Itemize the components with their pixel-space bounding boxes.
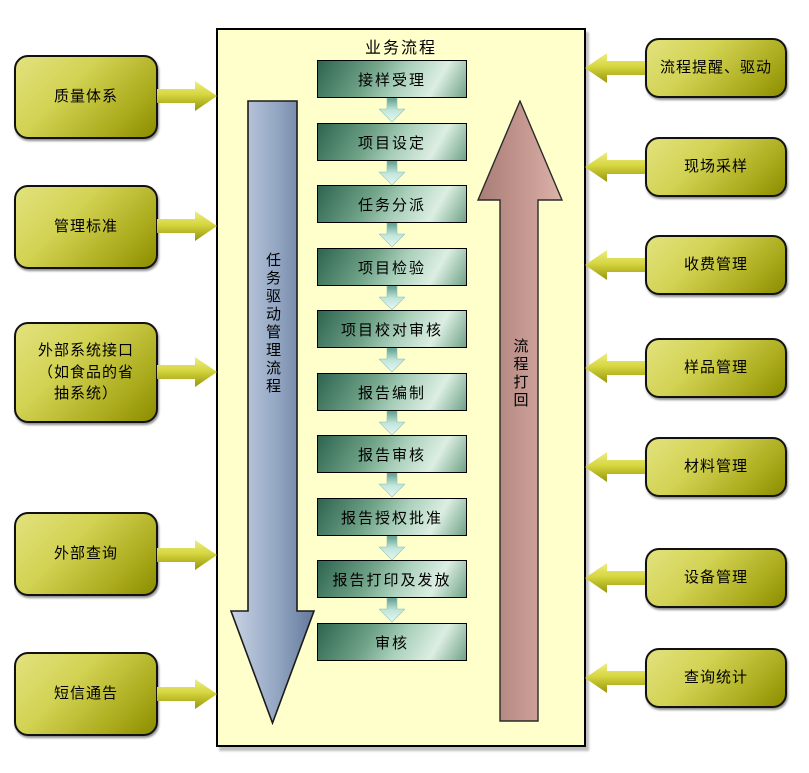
flow-step-label: 审核 (374, 633, 409, 652)
right-arrow-icon (157, 210, 218, 242)
up-arrow-icon (477, 100, 563, 722)
flow-step-label: 任务分派 (357, 195, 426, 214)
module-label: 材料管理 (683, 457, 748, 476)
right-arrow-icon (157, 80, 218, 112)
module-label: 样品管理 (683, 358, 748, 377)
flow-step-box: 审核 (317, 623, 467, 661)
module-sample-management: 样品管理 (645, 338, 787, 398)
flow-step-label: 报告审核 (357, 445, 426, 464)
left-arrow-icon (584, 562, 645, 594)
flow-step-box: 报告授权批准 (317, 498, 467, 536)
step-connector-arrow-icon (378, 97, 406, 123)
flow-step-box: 项目设定 (317, 123, 467, 161)
left-arrow-icon (584, 151, 645, 183)
left-arrow-icon (584, 52, 645, 84)
module-label: 设备管理 (683, 568, 748, 587)
step-connector-arrow-icon (378, 472, 406, 498)
step-connector-arrow-icon (378, 410, 406, 436)
panel-title: 业务流程 (364, 38, 437, 57)
flow-step-label: 报告授权批准 (340, 508, 443, 527)
left-arrow-icon (584, 352, 645, 384)
flow-step-box: 报告审核 (317, 435, 467, 473)
module-label: 短信通告 (53, 684, 118, 703)
flow-step-box: 项目校对审核 (317, 310, 467, 348)
module-process-reminder: 流程提醒、驱动 (645, 38, 787, 98)
module-external-system-interface: 外部系统接口 （如食品的省 抽系统） (14, 322, 158, 423)
flow-step-box: 项目检验 (317, 248, 467, 286)
module-field-sampling: 现场采样 (645, 137, 787, 197)
flow-step-box: 报告编制 (317, 373, 467, 411)
right-arrow-icon (157, 678, 218, 710)
left-arrow-icon (584, 662, 645, 694)
flow-step-label: 报告编制 (357, 383, 426, 402)
module-label: 现场采样 (683, 157, 748, 176)
step-connector-arrow-icon (378, 347, 406, 373)
process-return-up-arrow: 流程打回 (477, 100, 563, 723)
step-connector-arrow-icon (378, 285, 406, 311)
module-label: 查询统计 (683, 668, 748, 687)
flow-step-label: 项目设定 (357, 133, 426, 152)
flow-step-label: 项目检验 (357, 258, 426, 277)
flow-step-box: 接样受理 (317, 60, 467, 98)
flow-step-label: 报告打印及发放 (332, 570, 452, 589)
task-flow-down-arrow: 任务驱动管理流程 (230, 100, 315, 725)
flow-step-label: 项目校对审核 (340, 320, 443, 339)
module-label: 流程提醒、驱动 (659, 58, 772, 77)
module-label: 收费管理 (683, 255, 748, 274)
step-connector-arrow-icon (378, 222, 406, 248)
left-arrow-icon (584, 451, 645, 483)
module-label: 外部系统接口 （如食品的省 抽系统） (37, 340, 134, 403)
step-connector-arrow-icon (378, 535, 406, 561)
left-arrow-icon (584, 249, 645, 281)
module-fee-management: 收费管理 (645, 235, 787, 295)
module-sms-notice: 短信通告 (14, 652, 158, 736)
step-connector-arrow-icon (378, 597, 406, 623)
flow-step-label: 接样受理 (357, 70, 426, 89)
task-flow-label: 任务驱动管理流程 (264, 252, 282, 396)
flow-step-box: 任务分派 (317, 185, 467, 223)
step-connector-arrow-icon (378, 160, 406, 186)
process-return-label: 流程打回 (511, 338, 530, 410)
right-arrow-icon (157, 356, 218, 388)
module-management-standard: 管理标准 (14, 185, 158, 269)
module-external-query: 外部查询 (14, 512, 158, 596)
module-label: 管理标准 (53, 217, 118, 236)
module-query-statistics: 查询统计 (645, 648, 787, 708)
module-material-management: 材料管理 (645, 437, 787, 497)
flow-step-box: 报告打印及发放 (317, 560, 467, 598)
module-quality-system: 质量体系 (14, 55, 158, 139)
module-label: 质量体系 (53, 87, 118, 106)
down-arrow-icon (230, 100, 315, 725)
module-label: 外部查询 (53, 544, 118, 563)
right-arrow-icon (157, 539, 218, 571)
module-equipment-management: 设备管理 (645, 548, 787, 608)
